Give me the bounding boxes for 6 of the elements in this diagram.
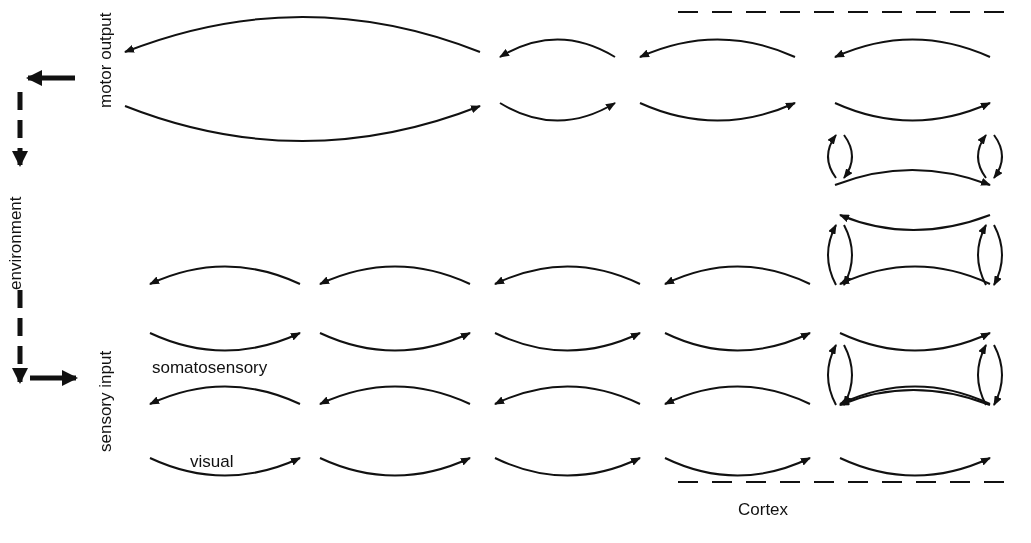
- region-label: Cortex: [738, 500, 789, 520]
- rotated-label: sensory input: [96, 350, 116, 452]
- region-label: somatosensory: [152, 358, 268, 378]
- region-label: visual: [190, 452, 234, 472]
- rotated-label: motor output: [96, 12, 116, 108]
- rotated-label: environment: [6, 196, 26, 290]
